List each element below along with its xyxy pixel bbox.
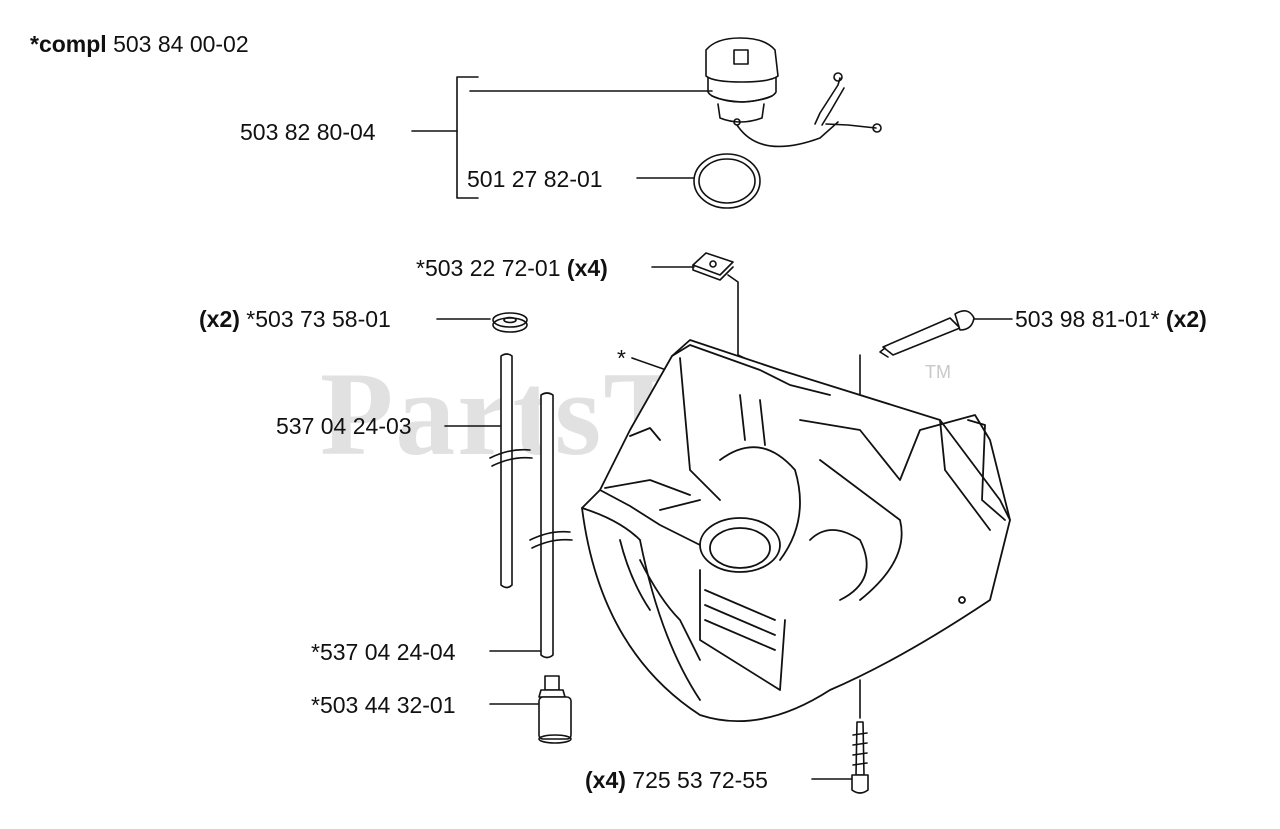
label-fuel-filter: *503 44 32-01 [311,692,456,718]
bottom-screw-drawing [851,721,869,794]
label-long-screw: 503 98 81-01* (x2) [1015,306,1207,332]
o-ring-drawing [693,153,761,209]
label-compl: *compl 503 84 00-02 [30,31,249,57]
label-hose-2: *537 04 24-04 [311,639,456,665]
hose-2-drawing [529,392,573,659]
label-hose-1: 537 04 24-03 [276,413,412,439]
label-o-ring: 501 27 82-01 [467,166,603,192]
fuel-filter-drawing [538,675,572,744]
label-nut: *503 22 72-01 (x4) [416,255,608,281]
trademark-symbol: TM [925,362,951,382]
long-screw-drawing [879,310,975,358]
nut-drawing [692,252,734,281]
fuel-cap-drawing [705,37,882,148]
label-bottom-screw: (x4) 725 53 72-55 [585,767,768,793]
label-grommet: (x2) *503 73 58-01 [199,306,391,332]
label-fuel-cap: 503 82 80-04 [240,119,376,145]
crankcase-housing-drawing [581,339,1011,723]
label-asterisk: * [617,345,626,371]
grommet-drawing [492,312,528,333]
hose-1-drawing [489,353,533,589]
